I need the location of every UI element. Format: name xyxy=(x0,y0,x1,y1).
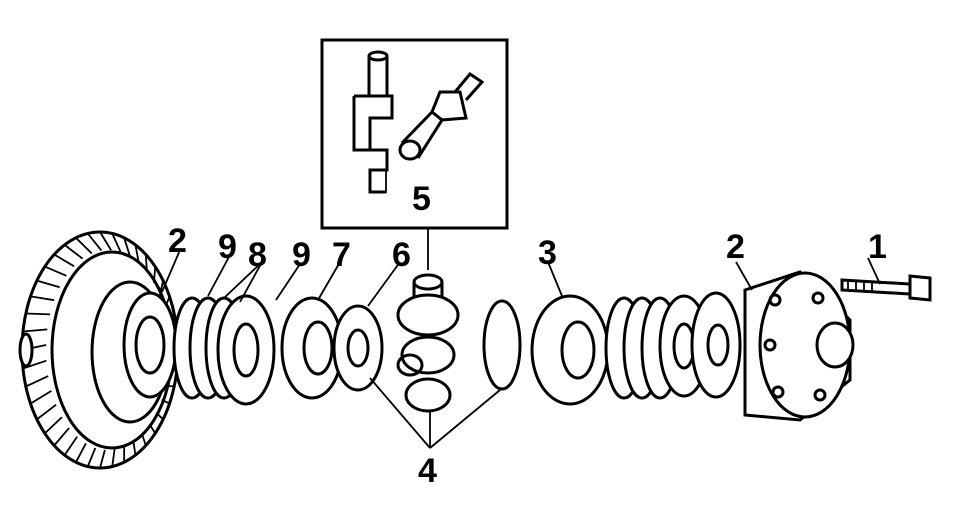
callout-2-right: 2 xyxy=(726,228,745,266)
callout-3: 3 xyxy=(538,234,557,272)
callout-9-right: 9 xyxy=(292,236,311,274)
leader-lines xyxy=(161,228,881,449)
callout-6: 6 xyxy=(392,236,411,274)
callout-7: 7 xyxy=(332,236,351,274)
right-side-gear xyxy=(482,299,522,391)
cross-shaft-vertical xyxy=(352,50,394,194)
callout-1: 1 xyxy=(868,228,887,266)
pinion-assembly xyxy=(396,273,460,413)
cross-shaft-angled xyxy=(398,72,485,161)
left-side-gear xyxy=(332,304,384,392)
callout-2-left: 2 xyxy=(168,222,187,260)
inset-box xyxy=(320,38,509,230)
callout-4: 4 xyxy=(418,452,437,490)
differential-case xyxy=(743,270,855,422)
callout-5: 5 xyxy=(412,180,431,218)
left-clutch-pack xyxy=(122,291,344,406)
right-clutch-pack xyxy=(530,291,742,406)
callout-9-left: 9 xyxy=(218,228,237,266)
bolt xyxy=(840,274,932,302)
callout-8: 8 xyxy=(248,236,267,274)
